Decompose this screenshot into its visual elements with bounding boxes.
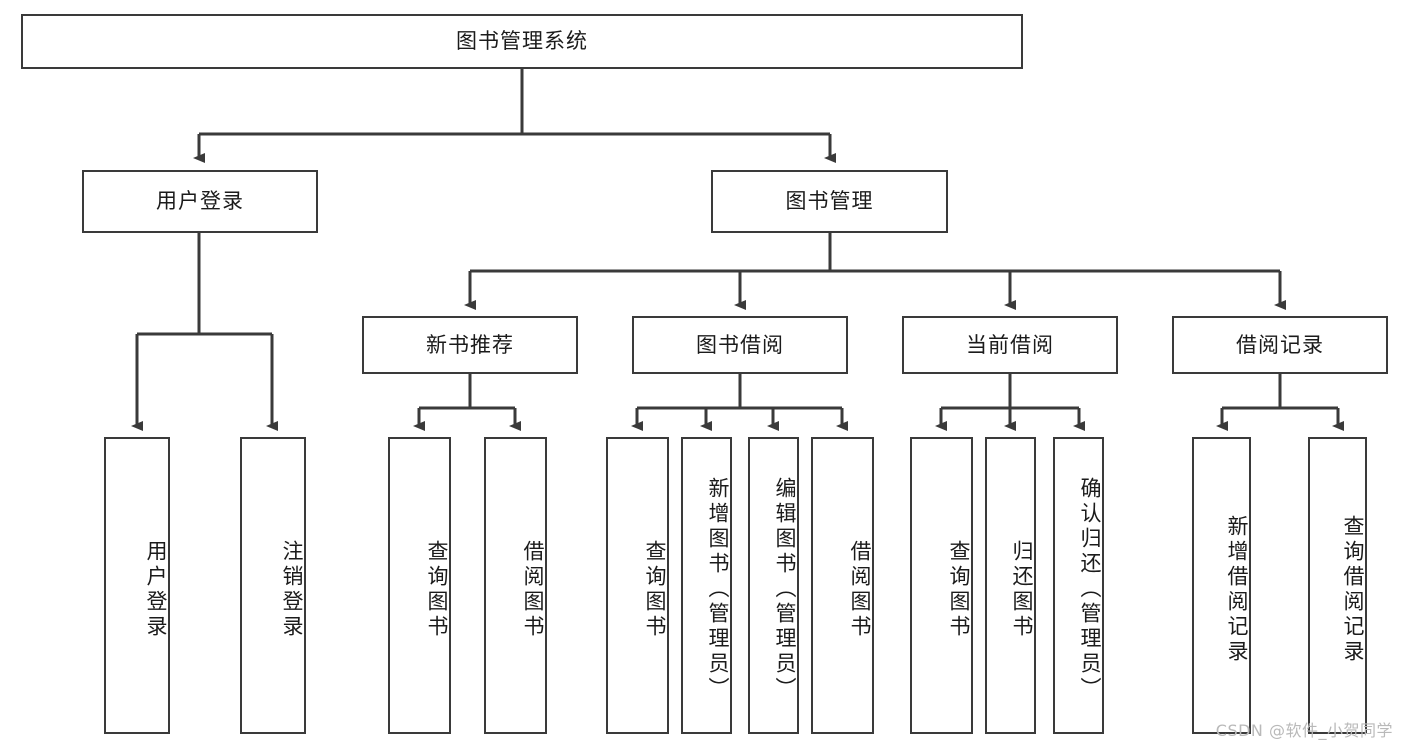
leaf-current-borrow-confirm-return-admin[interactable]: 确认归还（管理员） — [1053, 437, 1104, 734]
leaf-user-login-logout[interactable]: 注销登录 — [240, 437, 306, 734]
node-label: 图书管理 — [785, 189, 874, 214]
leaf-current-borrow-query-book[interactable]: 查询图书 — [910, 437, 973, 734]
node-label: 注销登录 — [280, 539, 304, 640]
leaf-user-login-login[interactable]: 用户登录 — [104, 437, 170, 734]
node-book-management[interactable]: 图书管理 — [711, 170, 948, 233]
node-root-book-management-system[interactable]: 图书管理系统 — [21, 14, 1023, 69]
node-label: 编辑图书（管理员） — [773, 477, 797, 702]
node-borrow-record[interactable]: 借阅记录 — [1172, 316, 1388, 374]
node-label: 查询借阅记录 — [1341, 514, 1365, 665]
node-label: 用户登录 — [156, 189, 244, 214]
leaf-book-borrow-query-book[interactable]: 查询图书 — [606, 437, 669, 734]
node-label: 借阅记录 — [1236, 332, 1324, 357]
leaf-book-borrow-edit-book-admin[interactable]: 编辑图书（管理员） — [748, 437, 799, 734]
leaf-book-borrow-add-book-admin[interactable]: 新增图书（管理员） — [681, 437, 732, 734]
leaf-book-borrow-borrow-book[interactable]: 借阅图书 — [811, 437, 874, 734]
node-label: 新增图书（管理员） — [706, 477, 730, 702]
node-label: 查询图书 — [425, 539, 449, 640]
node-new-book-recommend[interactable]: 新书推荐 — [362, 316, 578, 374]
node-label: 确认归还（管理员） — [1078, 477, 1102, 702]
node-label: 新书推荐 — [426, 332, 514, 357]
node-label: 查询图书 — [643, 539, 667, 640]
node-user-login[interactable]: 用户登录 — [82, 170, 318, 233]
leaf-borrow-record-query-record[interactable]: 查询借阅记录 — [1308, 437, 1367, 734]
leaf-new-book-query-book[interactable]: 查询图书 — [388, 437, 451, 734]
csdn-watermark: CSDN @软件_小贺同学 — [1215, 721, 1393, 740]
node-label: 图书管理系统 — [456, 29, 588, 54]
node-label: 查询图书 — [947, 539, 971, 640]
node-label: 用户登录 — [144, 539, 168, 640]
leaf-new-book-borrow-book[interactable]: 借阅图书 — [484, 437, 547, 734]
leaf-current-borrow-return-book[interactable]: 归还图书 — [985, 437, 1036, 734]
node-label: 归还图书 — [1010, 539, 1034, 640]
node-label: 新增借阅记录 — [1225, 514, 1249, 665]
node-label: 借阅图书 — [848, 539, 872, 640]
node-label: 借阅图书 — [521, 539, 545, 640]
node-current-borrow[interactable]: 当前借阅 — [902, 316, 1118, 374]
node-label: 图书借阅 — [696, 332, 784, 357]
node-label: 当前借阅 — [966, 332, 1054, 357]
leaf-borrow-record-add-record[interactable]: 新增借阅记录 — [1192, 437, 1251, 734]
node-book-borrow[interactable]: 图书借阅 — [632, 316, 848, 374]
